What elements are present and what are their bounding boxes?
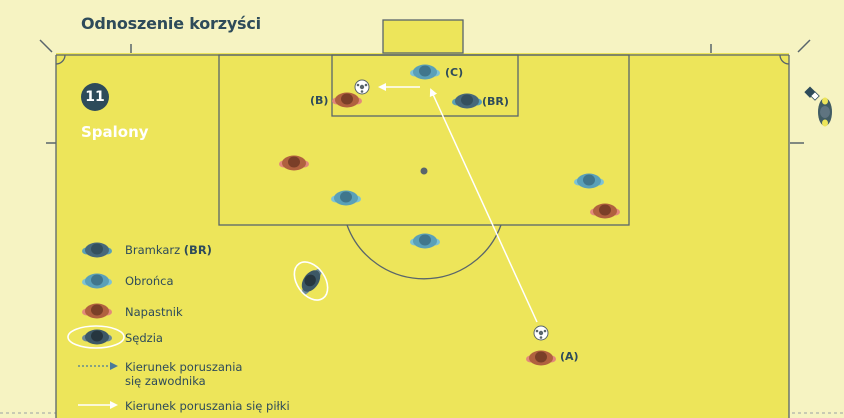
legend-ball-move: Kierunek poruszania się piłki: [125, 399, 290, 413]
penalty-arc: [346, 224, 502, 280]
referee-icon: [82, 329, 112, 345]
label-br: (BR): [482, 95, 509, 108]
legend-player-move: Kierunek poruszania się zawodnika: [125, 360, 242, 388]
legend-defender: Obrońca: [125, 274, 174, 288]
goalkeeper-player-icon: [82, 242, 112, 258]
legend-goalkeeper: Bramkarz (BR): [125, 243, 212, 257]
defender-player-icon: [331, 190, 361, 206]
defender-player-icon: [410, 233, 440, 249]
referee-ring: [293, 261, 329, 301]
goal: [382, 19, 464, 54]
scenario-number-badge: 11: [81, 83, 109, 111]
legend-goalkeeper-text: Bramkarz: [125, 243, 184, 257]
legend-player-move-line2: się zawodnika: [125, 374, 206, 388]
attacker-player-icon: [590, 203, 620, 219]
legend-attacker: Napastnik: [125, 305, 183, 319]
ball-icon: [533, 325, 549, 341]
defender-player-icon: [410, 64, 440, 80]
ball-trajectory: [378, 83, 538, 323]
label-a: (A): [560, 350, 579, 363]
label-b: (B): [310, 94, 329, 107]
legend-referee-ring: [67, 325, 125, 349]
attacker-player-icon: [82, 303, 112, 319]
goalkeeper-player-icon: [452, 93, 482, 109]
referee-icon: [301, 268, 322, 295]
attacker-player-icon: [279, 155, 309, 171]
ball-icon: [354, 79, 370, 95]
page-title: Odnoszenie korzyści: [81, 14, 261, 33]
defender-player-icon: [82, 273, 112, 289]
legend-goalkeeper-abbr: (BR): [183, 243, 212, 257]
legend-player-move-line1: Kierunek poruszania: [125, 360, 243, 374]
pitch-lines: [55, 19, 790, 418]
attacker-player-icon: [526, 350, 556, 366]
scenario-name: Spalony: [81, 123, 149, 141]
corner-arc-left: [55, 54, 66, 65]
corner-arc-right: [779, 54, 790, 65]
attacker-player-icon: [332, 92, 362, 108]
assistant-referee-icon: [818, 97, 832, 127]
goal-area: [331, 54, 519, 117]
defender-player-icon: [574, 173, 604, 189]
penalty-spot: [420, 167, 428, 175]
corner-flag-icon: [804, 86, 820, 101]
label-c: (C): [445, 66, 464, 79]
legend-referee: Sędzia: [125, 331, 163, 345]
